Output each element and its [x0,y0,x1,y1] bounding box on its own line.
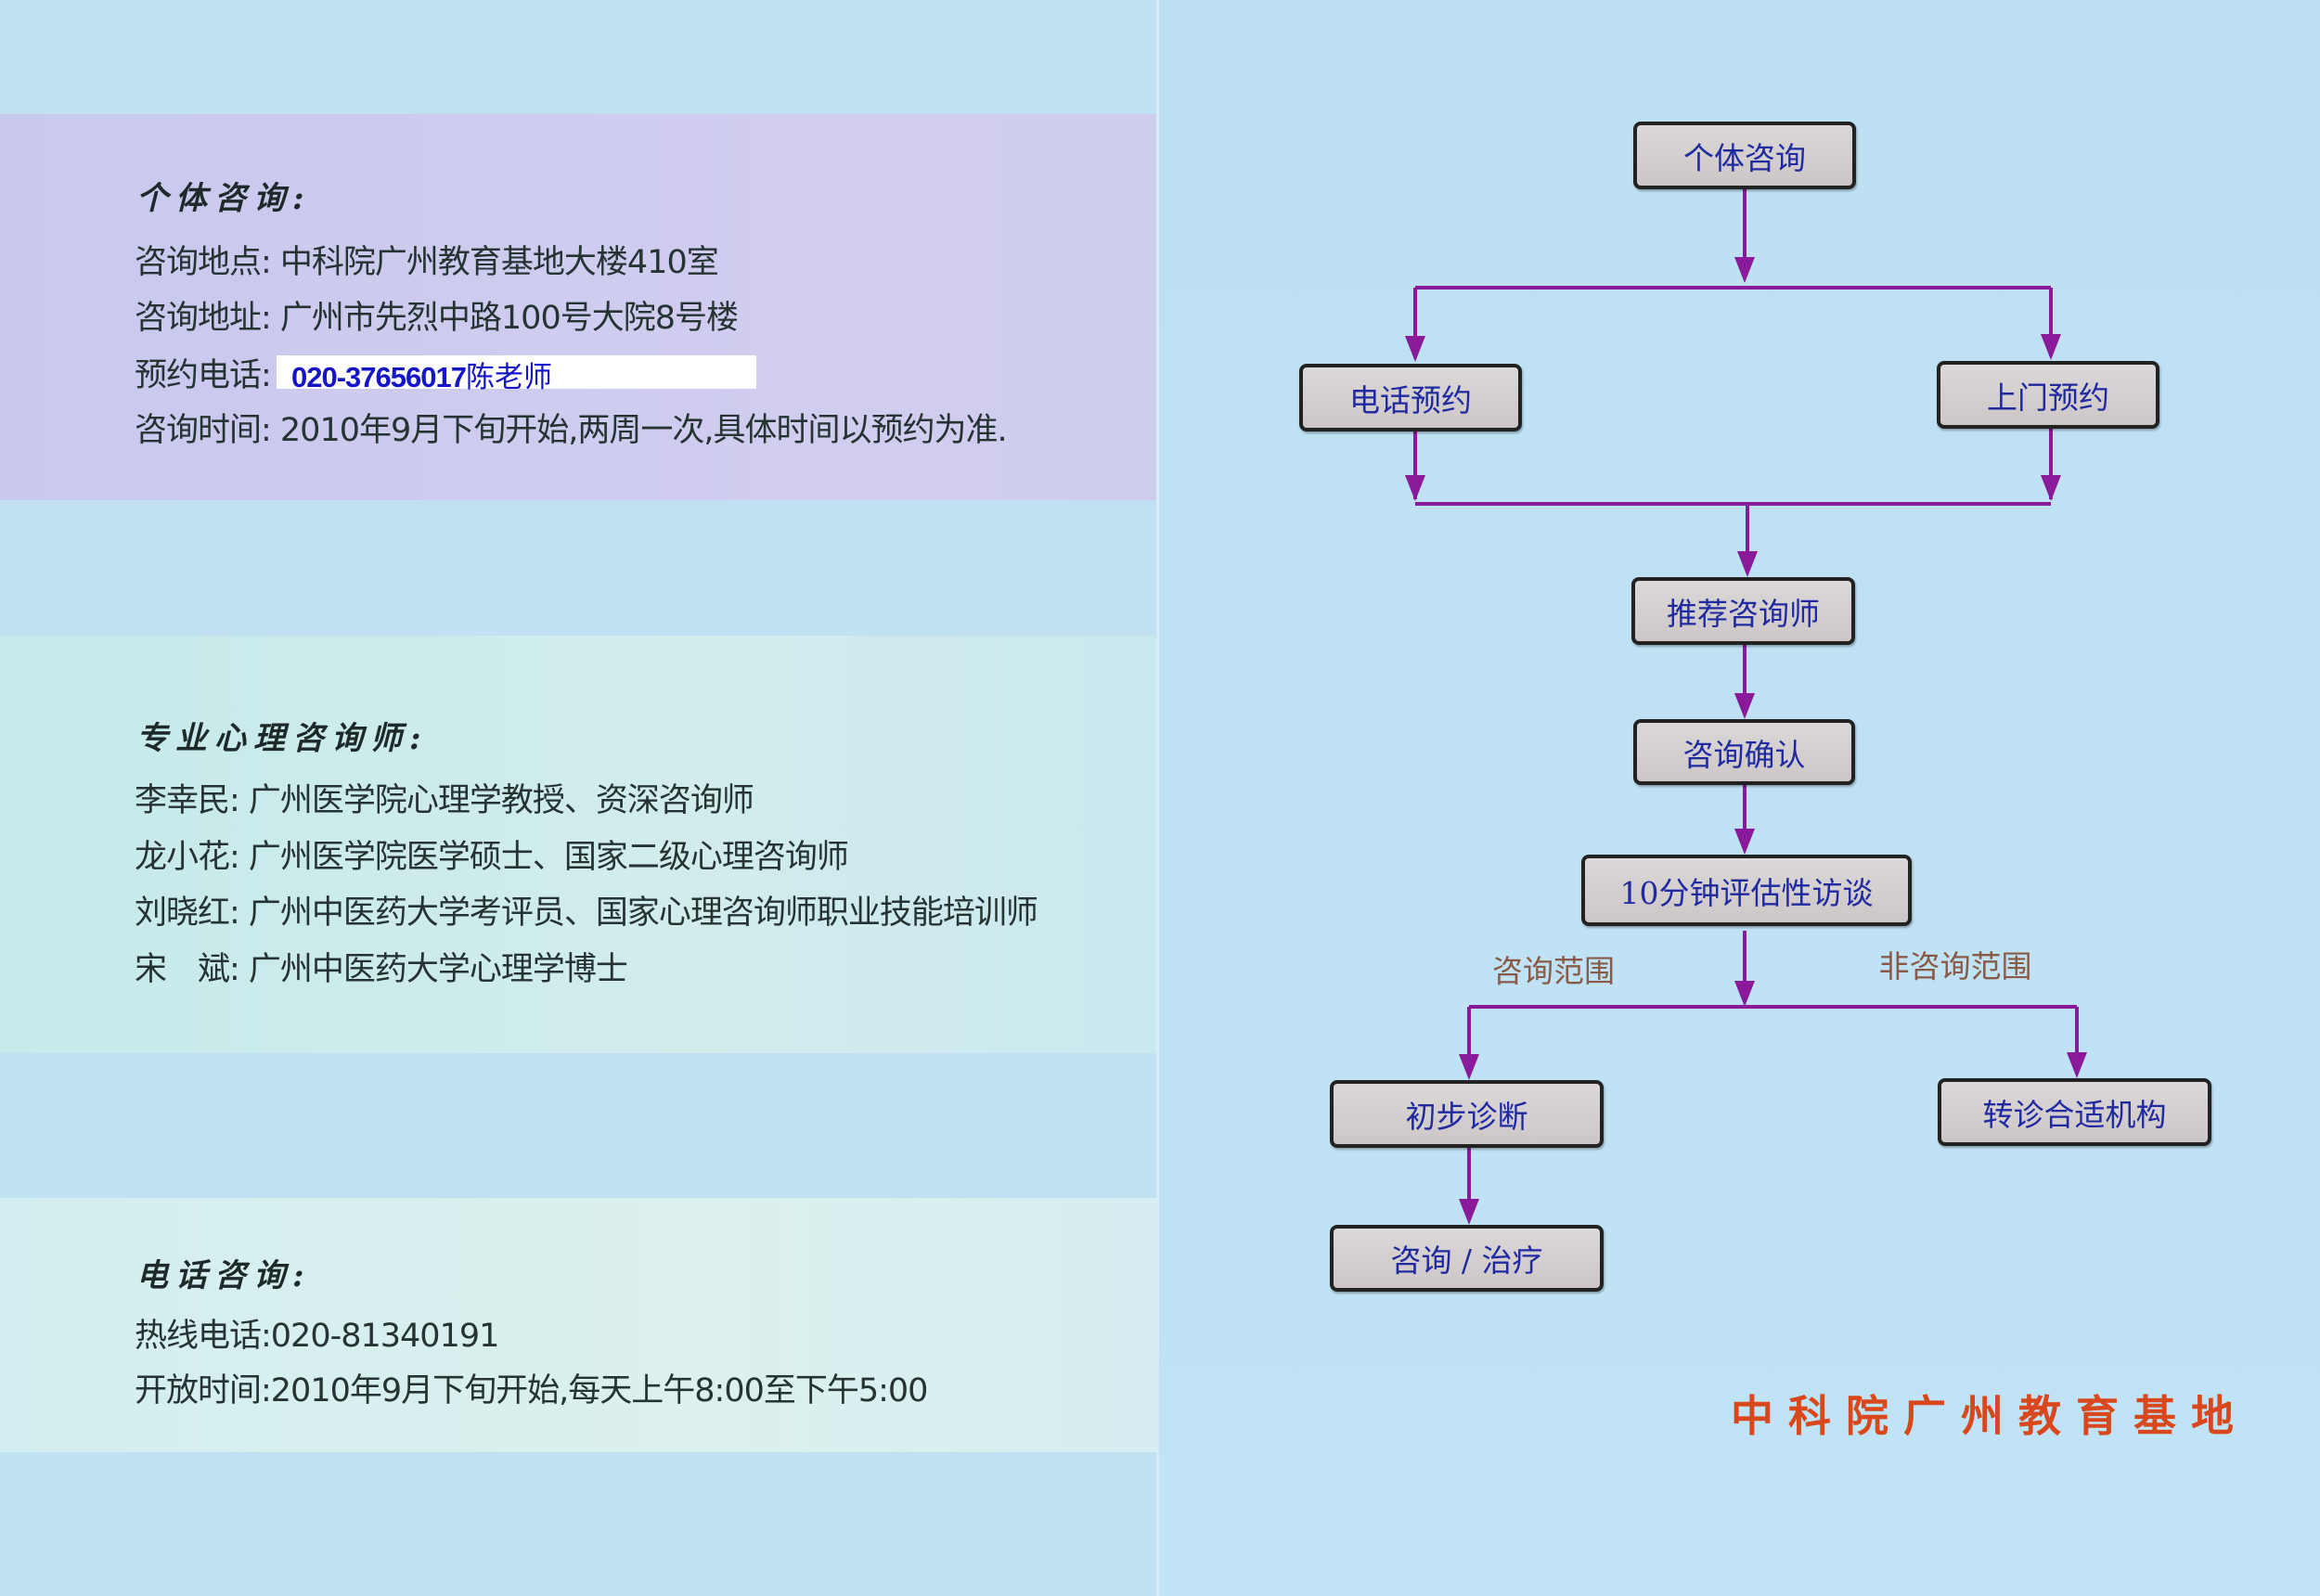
counselor-item: 刘晓红: 广州中医药大学考评员、国家心理咨询师职业技能培训师 [135,895,1038,932]
flow-node-phone-booking: 电话预约 [1299,364,1522,431]
arrowhead [2067,1052,2087,1078]
hotline-band [0,1198,1157,1452]
phone-highlight-box [277,355,756,389]
flow-node-referral: 转诊合适机构 [1938,1078,2211,1146]
arrowhead [1405,336,1425,362]
arrowhead [1459,1199,1479,1225]
individual-consultation-band [0,114,1157,500]
counselor-item: 龙小花: 广州医学院医学硕士、国家二级心理咨询师 [135,839,849,876]
booking-phone: 020-37656017陈老师 [291,354,552,395]
phone-number: 020-37656017 [291,361,467,393]
time-line: 咨询时间: 2010年9月下旬开始,两周一次,具体时间以预约为准. [135,412,1008,449]
flow-node-confirm: 咨询确认 [1633,719,1855,785]
location-line: 咨询地点: 中科院广州教育基地大楼410室 [135,244,719,281]
flow-node-diagnosis: 初步诊断 [1330,1080,1604,1148]
page-fold [1156,0,1159,1596]
arrowhead [1734,257,1755,283]
flow-node-assessment: 10分钟评估性访谈 [1581,855,1912,926]
flow-node-recommend-counselor: 推荐咨询师 [1631,577,1855,645]
hotline-phone: 热线电话:020-81340191 [135,1318,499,1355]
arrowhead [1734,829,1755,855]
address-line: 咨询地址: 广州市先烈中路100号大院8号楼 [135,300,739,337]
arrowhead [2041,475,2061,501]
counselor-item: 李幸民: 广州医学院心理学教授、资深咨询师 [135,782,754,819]
phone-label: 预约电话: [135,357,272,394]
flow-node-visit-booking: 上门预约 [1937,361,2159,429]
arrowhead [1734,981,1755,1007]
arrowhead [1737,551,1758,577]
out-of-scope-label: 非咨询范围 [1878,948,2032,985]
arrowhead [1734,693,1755,719]
flow-node-individual-consultation: 个体咨询 [1633,122,1856,189]
phone-contact: 陈老师 [465,361,552,394]
institution-name: 中科院广州教育基地 [1731,1391,2249,1441]
arrowhead [2041,334,2061,360]
arrowhead [1405,475,1425,501]
individual-heading: 个体咨询: [136,180,312,217]
arrowhead [1459,1054,1479,1080]
counselor-item: 宋 斌: 广州中医药大学心理学博士 [135,951,628,988]
counselors-heading: 专业心理咨询师: [136,720,429,757]
in-scope-label: 咨询范围 [1492,953,1615,989]
flow-node-treatment: 咨询 / 治疗 [1330,1225,1604,1292]
hotline-heading: 电话咨询: [136,1257,312,1294]
left-panel: 个体咨询: 咨询地点: 中科院广州教育基地大楼410室 咨询地址: 广州市先烈中… [0,0,1157,1596]
hotline-hours: 开放时间:2010年9月下旬开始,每天上午8:00至下午5:00 [135,1372,928,1409]
counselors-band [0,636,1157,1053]
